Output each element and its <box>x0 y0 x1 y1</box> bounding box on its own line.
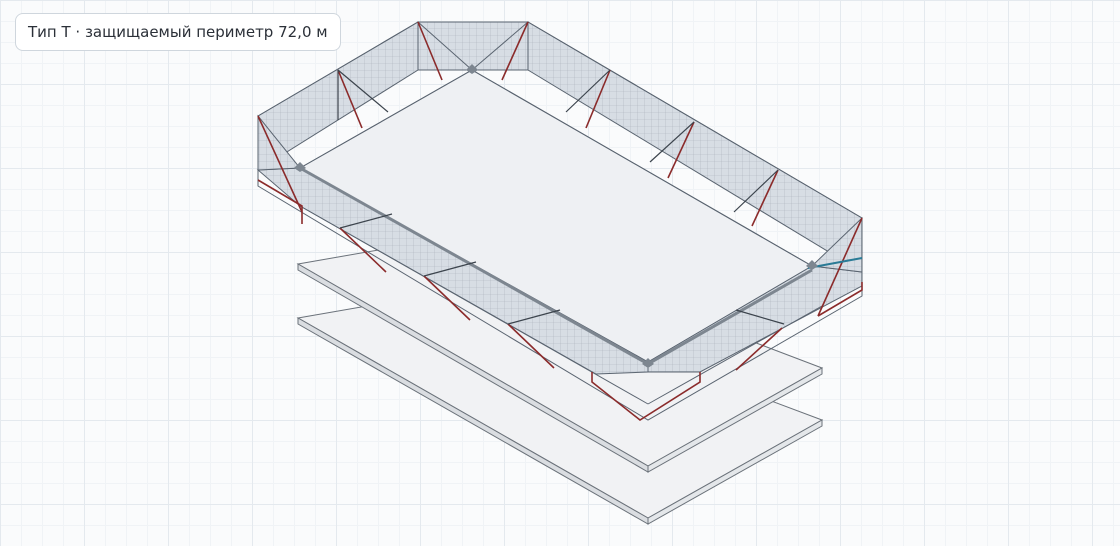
frame-edges <box>257 21 863 421</box>
module-dividers <box>337 69 785 325</box>
brace-members <box>257 21 863 421</box>
corner-nodes <box>294 64 818 368</box>
perimeter-caption: Тип Т · защищаемый периметр 72,0 м <box>15 13 341 51</box>
perimeter-front-walls <box>256 21 863 375</box>
